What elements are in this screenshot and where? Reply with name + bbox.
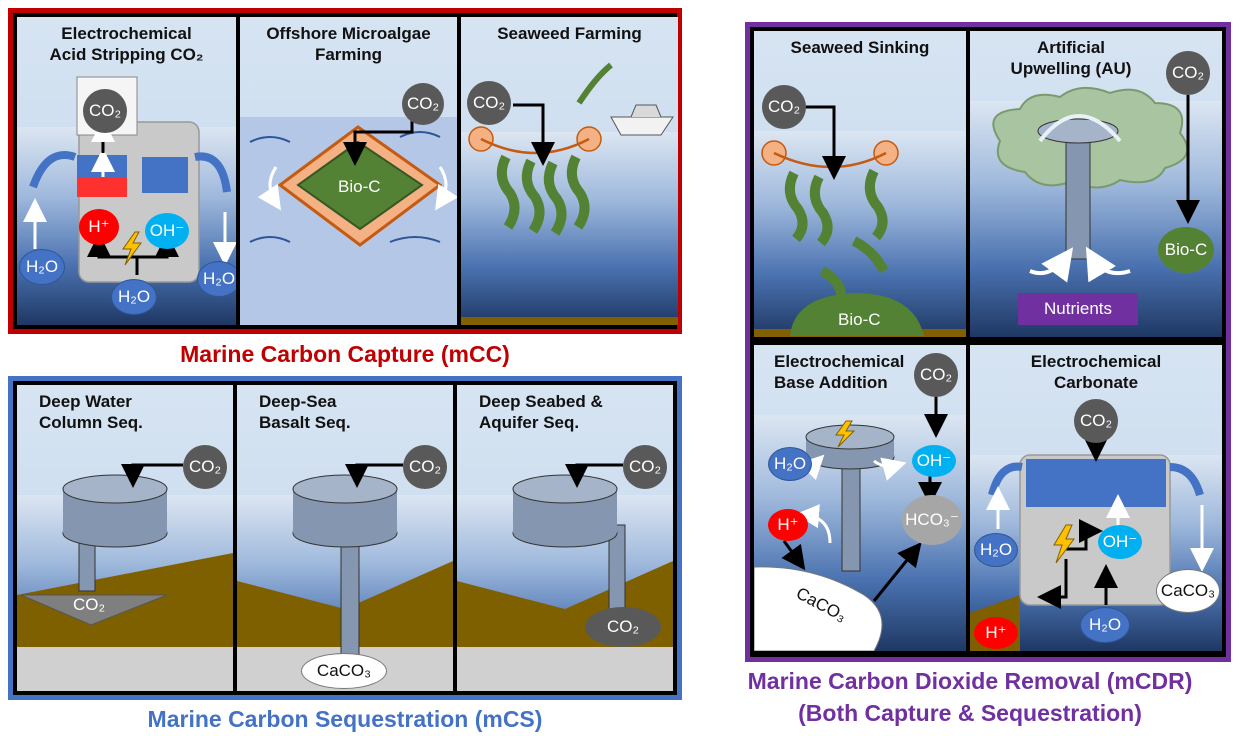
co2-bubble: CO₂ (83, 89, 127, 133)
co2-bubble: CO₂ (914, 353, 958, 397)
oh-minus-ion: OH⁻ (912, 445, 956, 477)
deep-water-scene (17, 385, 233, 691)
upwelling-panel: Artificial Upwelling (AU) CO₂ Bio-C Nutr… (970, 31, 1222, 337)
oh-minus-ion: OH⁻ (1098, 525, 1142, 559)
mcdr-group: Seaweed Sinking CO₂ Bio-C Artificial Upw… (745, 22, 1231, 662)
seaweed-sinking-scene (754, 31, 966, 337)
water-bubble: H₂O (768, 447, 812, 481)
acid-stripping-panel: Electrochemical Acid Stripping CO₂ CO₂ H… (17, 17, 236, 325)
base-addition-panel: Electrochemical Base Addition CO₂ H₂O OH… (754, 345, 966, 651)
bio-c-label: Bio-C (838, 310, 881, 329)
caco3-deposit: CaCO₃ (301, 653, 387, 689)
mcc-title: Marine Carbon Capture (mCC) (180, 341, 510, 367)
nutrients-box: Nutrients (1018, 293, 1138, 325)
seaweed-sinking-title: Seaweed Sinking (790, 38, 930, 57)
microalgae-panel: Offshore Microalgae Farming CO₂ Bio-C (240, 17, 457, 325)
water-left: H₂O (19, 249, 65, 285)
upwelling-title: Artificial Upwelling (AU) (1010, 38, 1132, 78)
stored-co2-label: CO₂ (73, 595, 106, 614)
seaweed-sinking-panel: Seaweed Sinking CO₂ Bio-C (754, 31, 966, 337)
co2-bubble: CO₂ (403, 445, 447, 489)
aquifer-title: Deep Seabed & Aquifer Seq. (479, 392, 603, 432)
co2-bubble: CO₂ (623, 445, 667, 489)
mcdr-subtitle: (Both Capture & Sequestration) (798, 700, 1142, 726)
h-plus-ion: H⁺ (768, 509, 808, 541)
oh-minus-ion: OH⁻ (145, 213, 189, 249)
bio-c-bubble: Bio-C (1158, 227, 1214, 273)
aquifer-panel: Deep Seabed & Aquifer Seq. CO₂ CO₂ (457, 385, 673, 691)
mcs-title: Marine Carbon Sequestration (mCS) (147, 706, 543, 732)
deep-water-panel: Deep Water Column Seq. CO₂ CO₂ (17, 385, 233, 691)
h-plus-ion: H⁺ (974, 617, 1018, 649)
co2-bubble: CO₂ (762, 85, 806, 129)
base-addition-title: Electrochemical Base Addition (774, 352, 905, 392)
mcc-group: Electrochemical Acid Stripping CO₂ CO₂ H… (8, 8, 682, 334)
mcs-group: Deep Water Column Seq. CO₂ CO₂ Deep-Sea … (8, 376, 682, 700)
co2-bubble: CO₂ (467, 81, 511, 125)
stored-co2-bubble: CO₂ (585, 607, 661, 647)
upwelling-scene (970, 31, 1222, 337)
water-left: H₂O (974, 533, 1018, 567)
h-plus-ion: H⁺ (79, 209, 119, 245)
carbonate-title: Electrochemical Carbonate (1030, 352, 1162, 392)
acid-stripping-title: Electrochemical Acid Stripping CO₂ (49, 24, 204, 64)
co2-bubble: CO₂ (1074, 399, 1118, 443)
seaweed-farming-scene (461, 17, 678, 325)
water-bottom: H₂O (1080, 607, 1130, 643)
co2-bubble: CO₂ (402, 83, 444, 125)
microalgae-scene (240, 17, 457, 325)
water-bottom: H₂O (111, 279, 157, 315)
carbonate-panel: Electrochemical Carbonate CO₂ H₂O OH⁻ H⁺… (970, 345, 1222, 651)
bio-c-label: Bio-C (338, 177, 381, 196)
bicarbonate-bubble: HCO₃⁻ (902, 495, 962, 545)
water-right: H₂O (197, 261, 236, 297)
basalt-panel: Deep-Sea Basalt Seq. CO₂ CaCO₃ (237, 385, 453, 691)
mcdr-title: Marine Carbon Dioxide Removal (mCDR) (747, 668, 1193, 694)
seaweed-farming-panel: Seaweed Farming CO₂ (461, 17, 678, 325)
seaweed-farming-title: Seaweed Farming (497, 24, 642, 43)
co2-bubble: CO₂ (1166, 51, 1210, 95)
microalgae-title: Offshore Microalgae Farming (266, 24, 431, 64)
co2-bubble: CO₂ (183, 445, 227, 489)
basalt-title: Deep-Sea Basalt Seq. (259, 392, 351, 432)
caco3-bubble: CaCO₃ (1156, 569, 1220, 613)
deep-water-title: Deep Water Column Seq. (39, 392, 143, 432)
